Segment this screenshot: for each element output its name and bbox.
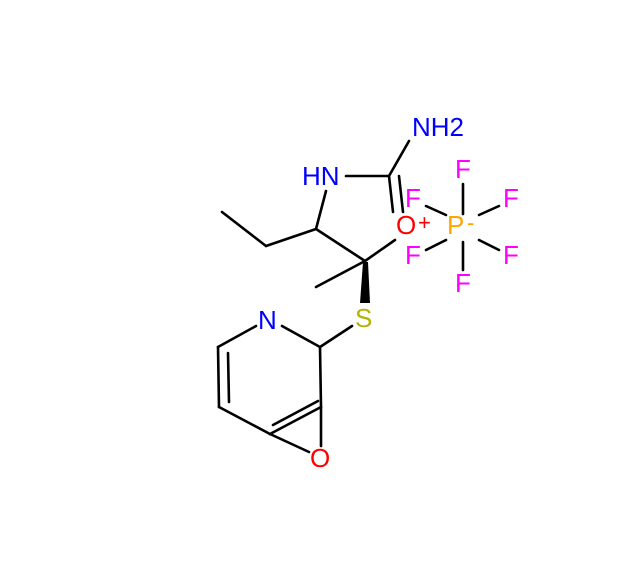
wedge-bond-cq-s [360,262,370,303]
bond-c-o-double-2 [397,174,405,214]
bond-c3-c2 [318,345,323,409]
bond-c6-c5-2 [226,351,231,404]
bond-p-f-upper-left [424,204,448,217]
bond-p-f-upper-right [477,204,501,217]
bond-c5-c4 [217,405,272,436]
atom-label-fluorine-lower-left: F [405,240,421,270]
bond-p-f-lower-left [424,238,448,252]
pf6-anion-atoms: P - F F F F F F [405,154,519,298]
atom-label-fluorine-bottom: F [455,268,471,298]
atom-label-nh2: NH2 [412,112,464,142]
bond-s-c2 [318,324,354,349]
atom-label-fluorine-lower-right: F [503,240,519,270]
atom-label-phosphorus: P [447,210,464,240]
bond-c-o-double-1 [387,174,395,214]
atom-label-hn: HN [302,161,340,191]
atom-label-o-plus: O [396,210,416,240]
atom-label-s: S [355,303,372,333]
atom-label-epoxide-o: O [310,443,330,473]
bond-c6-c5-1 [216,345,221,409]
atom-charge-phosphorus: - [467,210,474,235]
bond-cq-methyl [314,259,367,289]
bond-c-nh2 [387,139,411,178]
organic-cation-bonds [216,139,411,454]
bond-cq-o [363,238,397,263]
organic-cation-atoms: NH2 HN O + S N O [258,112,464,473]
bond-p-f-lower-right [477,238,501,252]
atom-label-fluorine-top: F [455,154,471,184]
bond-ch-nh [314,189,328,231]
bond-c4-c3-2 [271,399,320,427]
atom-label-fluorine-upper-right: F [503,183,519,213]
bond-c4-c3-1 [268,405,323,436]
atom-label-pyridine-n: N [258,305,277,335]
bond-n-c6 [216,324,258,349]
pf6-anion-bonds [424,182,501,272]
bond-ch-cq [314,227,367,263]
atom-charge-o-plus: + [418,210,431,235]
atom-label-fluorine-upper-left: F [405,183,421,213]
bond-c2-n [280,324,322,349]
bond-c4-oep [268,432,311,454]
bond-ethyl-ch3-ch2 [220,210,268,248]
bond-ethyl-ch2-ch [264,227,318,248]
